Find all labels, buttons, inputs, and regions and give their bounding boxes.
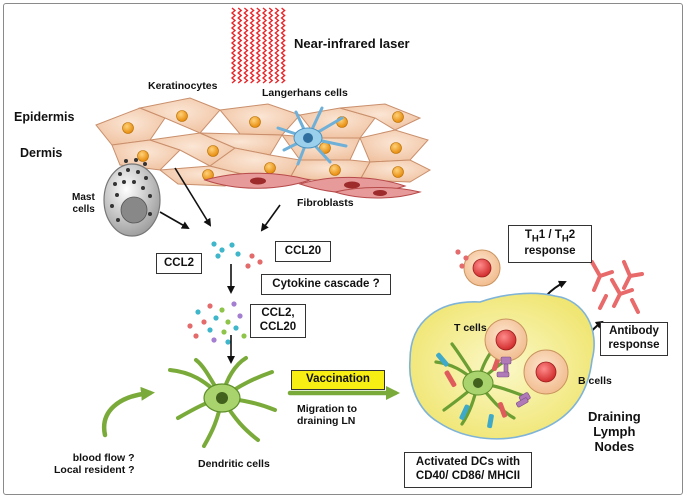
vaccination-box: Vaccination xyxy=(291,370,385,390)
chemokine-dot xyxy=(221,329,227,335)
draining-ln-label: Draining Lymph Nodes xyxy=(588,409,641,454)
chemokine-dot xyxy=(195,309,201,315)
keratinocytes-label: Keratinocytes xyxy=(148,80,218,92)
ccl2-dot xyxy=(229,242,235,248)
th-t1: T xyxy=(524,229,532,242)
b-cells-label: B cells xyxy=(578,375,612,387)
dendritic-cell-icon xyxy=(168,356,277,448)
epidermis-label: Epidermis xyxy=(14,110,75,124)
antibody-icons xyxy=(590,260,644,314)
ccl2-dot xyxy=(219,247,225,253)
chemokine-dot xyxy=(213,315,219,321)
laser-zigzag-line xyxy=(255,7,261,84)
laser-zigzag-line xyxy=(261,7,268,84)
th-sub1: H xyxy=(531,233,539,245)
th-response-box: TH1 / TH2 response xyxy=(508,225,592,263)
mast-cells-label: Mast cells xyxy=(72,192,95,215)
chemokine-dot xyxy=(211,337,217,343)
chemokine-dot xyxy=(193,333,199,339)
migration-arrows xyxy=(101,386,400,438)
laser-zigzag-line xyxy=(268,7,274,84)
laser-zigzag-line xyxy=(237,7,243,84)
helper-t-cell-icon xyxy=(455,249,501,287)
ccl2-box: CCL2 xyxy=(156,253,202,274)
th-end: 2 xyxy=(568,229,576,242)
activated-dcs-box: Activated DCs with CD40/ CD86/ MHCII xyxy=(404,452,532,488)
mast-cell-icon xyxy=(103,158,161,237)
laser-label: Near-infrared laser xyxy=(294,36,410,51)
keratinocyte-cell xyxy=(339,103,422,131)
laser-zigzag-line xyxy=(230,7,237,84)
ccl2-dot xyxy=(235,251,241,257)
ccl2-dot xyxy=(211,241,217,247)
chemokine-dot xyxy=(231,301,237,307)
dendritic-cells-label: Dendritic cells xyxy=(198,458,270,470)
laser-zigzag-line xyxy=(280,7,286,84)
langerhans-cell-icon xyxy=(276,106,348,166)
laser-zigzag-line xyxy=(243,7,249,84)
chemokine-dot xyxy=(219,307,225,313)
ccl2-dot xyxy=(215,253,221,259)
laser-zigzag-line xyxy=(274,7,280,84)
ccl2-ccl20-box: CCL2, CCL20 xyxy=(250,304,306,338)
langerhans-label: Langerhans cells xyxy=(262,87,348,99)
laser-zigzag-line xyxy=(249,7,255,84)
dermis-label: Dermis xyxy=(20,146,63,160)
th-mid: 1 / T xyxy=(538,229,562,242)
mixed-chemokine-dots xyxy=(187,301,247,345)
chemokine-dot xyxy=(241,333,247,339)
migration-label: Migration to draining LN xyxy=(297,403,358,428)
chemokine-dot xyxy=(225,319,231,325)
ccl20-dots xyxy=(245,253,263,269)
chemokine-dot xyxy=(201,319,207,325)
th-response-line1: TH1 / TH2 xyxy=(525,229,575,245)
chemokine-dot xyxy=(207,327,213,333)
chemokine-dot xyxy=(237,313,243,319)
fibroblasts-label: Fibroblasts xyxy=(297,197,354,209)
antibody-response-box: Antibody response xyxy=(600,322,668,356)
laser-beam-icon xyxy=(230,7,286,84)
blood-flow-label: blood flow ? Local resident ? xyxy=(54,452,135,477)
chemokine-dot xyxy=(225,339,231,345)
th-response-line2: response xyxy=(524,244,576,257)
keratinocyte-cell xyxy=(199,132,283,156)
chemokine-dot xyxy=(207,303,213,309)
fibroblast-cells xyxy=(203,172,422,199)
th-sub2: H xyxy=(561,233,569,245)
ccl20-box: CCL20 xyxy=(275,241,331,262)
cytokine-cascade-box: Cytokine cascade ? xyxy=(261,274,391,295)
t-cells-label: T cells xyxy=(454,322,487,334)
chemokine-dot xyxy=(187,323,193,329)
chemokine-dot xyxy=(233,325,239,331)
ccl2-dots xyxy=(211,241,241,259)
lymph-node-icon xyxy=(408,292,595,440)
